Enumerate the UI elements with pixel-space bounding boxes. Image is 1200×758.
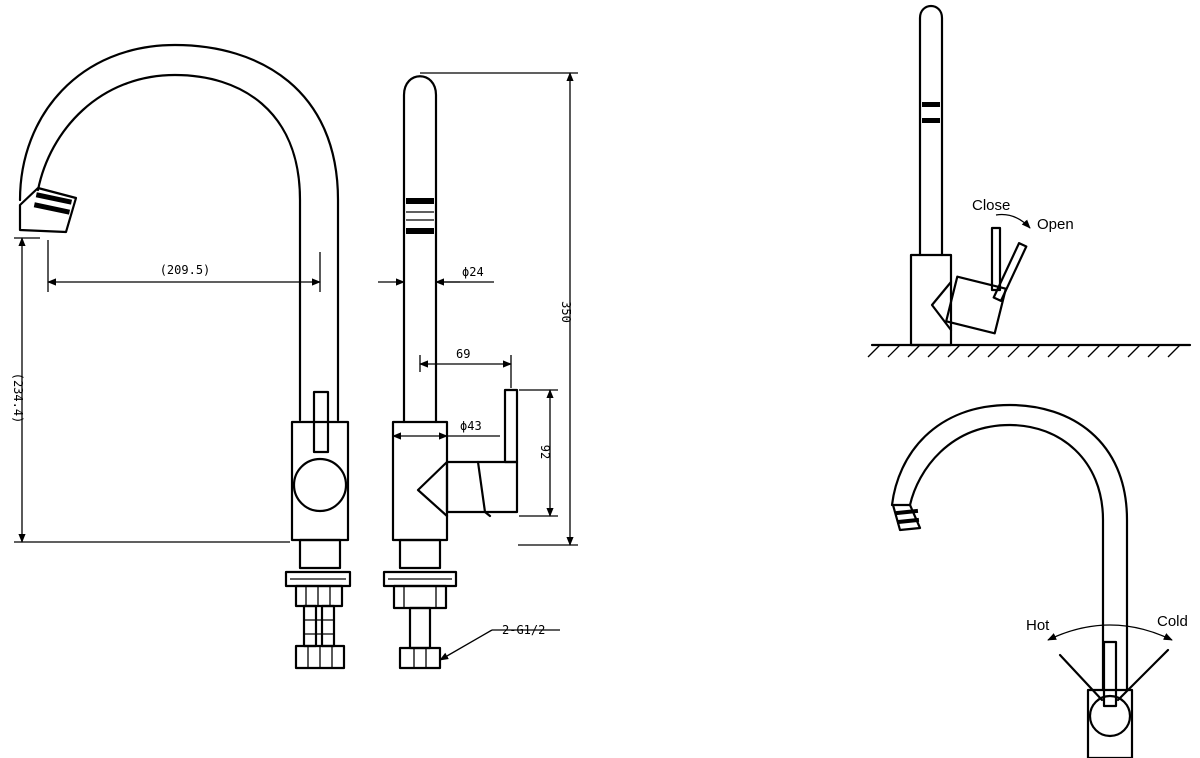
spout-height-dim-label: (234.4)	[11, 373, 25, 424]
reach-dim-label: (209.5)	[160, 263, 211, 277]
cold-label: Cold	[1157, 613, 1188, 630]
side-mounting-nut	[382, 570, 458, 610]
supply-hoses	[294, 604, 346, 670]
side-view: 2-G1/2 350 ϕ24 ϕ43 69 92	[378, 72, 578, 670]
handle-offset-label: 69	[456, 347, 470, 361]
cartridge-circle	[292, 457, 348, 513]
total-height-dim-label: 350	[559, 301, 573, 323]
open-label: Open	[1037, 216, 1074, 233]
body	[290, 420, 350, 542]
side-handle	[416, 388, 519, 518]
hot-cold-detail: Hot Cold	[890, 403, 1188, 758]
side-body	[391, 420, 449, 542]
hot-label: Hot	[1026, 617, 1050, 634]
close-label: Close	[972, 197, 1010, 214]
handle-height-label: 92	[538, 445, 552, 459]
open-close-detail: Close Open	[867, 4, 1192, 358]
front-view: (209.5) (234.4)	[11, 43, 352, 670]
body-diameter-label: ϕ43	[460, 419, 482, 433]
side-tube	[402, 75, 438, 424]
tube-diameter-label: ϕ24	[462, 265, 484, 279]
aerator	[18, 186, 78, 234]
mounting-nut	[284, 570, 352, 608]
connection-label: 2-G1/2	[502, 623, 545, 637]
